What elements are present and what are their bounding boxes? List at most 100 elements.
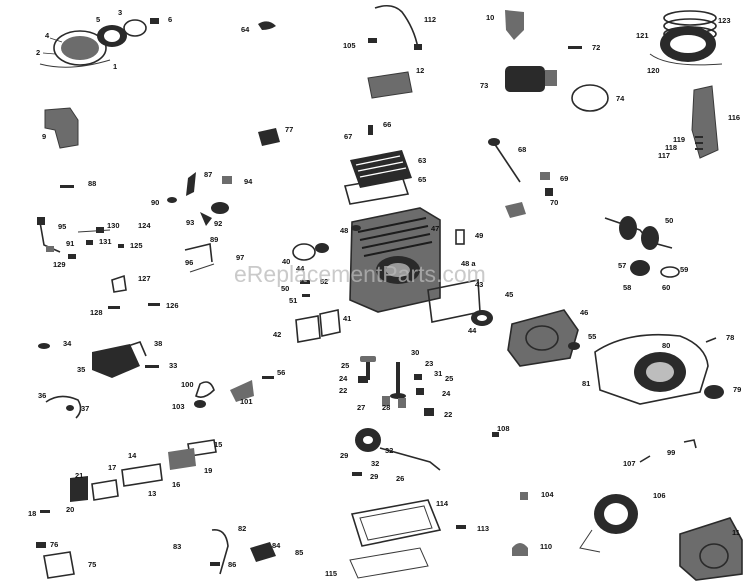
callout-2: 2: [36, 48, 40, 57]
callout-84: 84: [272, 541, 281, 550]
callout-52: 52: [320, 277, 328, 286]
callout-83: 83: [173, 542, 181, 551]
callout-15: 15: [214, 440, 222, 449]
callout-17: 17: [108, 463, 116, 472]
cap-part: [512, 543, 528, 556]
callout-32-top: 32: [385, 446, 393, 455]
oil-pan-gasket: [350, 499, 442, 547]
callout-126: 126: [166, 301, 179, 310]
callout-85: 85: [295, 548, 303, 557]
callout-74: 74: [616, 94, 625, 103]
spark-plug-wire: [368, 4, 422, 50]
callout-12: 12: [416, 66, 424, 75]
screen-part: [704, 385, 724, 399]
plate-part: [571, 84, 609, 112]
callout-130: 130: [107, 221, 120, 230]
callout-9: 9: [42, 132, 46, 141]
callout-76: 76: [50, 540, 58, 549]
callout-41: 41: [343, 314, 351, 323]
cylinder-head: [343, 150, 412, 205]
callout-115: 115: [325, 569, 337, 578]
tube-part: [505, 202, 526, 218]
callout-37: 37: [81, 404, 89, 413]
connecting-rod: [691, 85, 719, 159]
clip-part: [258, 21, 276, 30]
valve-train: [358, 356, 434, 416]
housing-shell: [679, 517, 743, 581]
callout-57: 57: [618, 261, 626, 270]
callout-5: 5: [96, 15, 100, 24]
callout-75: 75: [88, 560, 96, 569]
callout-95: 95: [58, 222, 66, 231]
callout-67: 67: [344, 132, 352, 141]
callout-20: 20: [66, 505, 74, 514]
callout-51: 51: [289, 296, 297, 305]
mount-bracket: [505, 10, 524, 40]
callout-103: 103: [172, 402, 185, 411]
callout-48a: 48 a: [461, 259, 476, 268]
governor-linkage: [37, 217, 124, 259]
callout-4: 4: [45, 31, 50, 40]
callout-34: 34: [63, 339, 72, 348]
rod-part: [184, 243, 213, 263]
callout-93: 93: [186, 218, 194, 227]
lever-part: [195, 381, 215, 398]
callout-55: 55: [588, 332, 596, 341]
screw-part: [568, 46, 582, 49]
callout-59: 59: [680, 265, 688, 274]
callout-31: 31: [434, 369, 442, 378]
callout-113: 113: [477, 524, 489, 533]
callout-118: 118: [665, 143, 677, 152]
callout-86: 86: [228, 560, 236, 569]
camshaft: [355, 428, 441, 471]
callout-99: 99: [667, 448, 675, 457]
callout-33: 33: [169, 361, 177, 370]
callout-114: 114: [436, 499, 449, 508]
control-panel: [70, 439, 217, 502]
seal-part: [292, 243, 316, 261]
callout-78: 78: [726, 333, 734, 342]
callout-69: 69: [560, 174, 568, 183]
callout-104: 104: [541, 490, 554, 499]
callout-29-lower: 29: [370, 472, 378, 481]
callout-25-right: 25: [445, 374, 453, 383]
callout-58: 58: [623, 283, 631, 292]
callout-101: 101: [240, 397, 253, 406]
callout-68: 68: [518, 145, 526, 154]
callout-24-right: 24: [442, 389, 451, 398]
callout-22-left: 22: [339, 386, 347, 395]
starter-motor: [505, 66, 557, 92]
callout-44-lower: 44: [468, 326, 477, 335]
link-part: [186, 172, 196, 196]
callout-127: 127: [138, 274, 151, 283]
callout-92: 92: [214, 219, 222, 228]
shield-part: [368, 72, 412, 98]
callout-73: 73: [480, 81, 488, 90]
callout-1: 1: [113, 62, 117, 71]
callout-60: 60: [662, 283, 670, 292]
callout-110: 110: [540, 542, 552, 551]
callout-3: 3: [118, 8, 122, 17]
air-cleaner-assembly: [39, 18, 159, 68]
callout-96: 96: [185, 258, 193, 267]
callout-50-bolt: 50: [281, 284, 289, 293]
callout-26: 26: [396, 474, 404, 483]
screw-part: [60, 185, 74, 188]
callout-117: 117: [658, 151, 670, 160]
callout-97: 97: [236, 253, 244, 262]
callout-91: 91: [66, 239, 74, 248]
callout-43: 43: [475, 280, 483, 289]
fuel-line: [45, 395, 82, 419]
breather-tube: [211, 529, 229, 575]
dipstick-part: [491, 139, 521, 183]
fitting-part: [540, 172, 550, 180]
callout-82: 82: [238, 524, 246, 533]
callout-18: 18: [28, 509, 36, 518]
engine-block: [349, 207, 441, 313]
callout-124: 124: [138, 221, 151, 230]
callout-32: 32: [371, 459, 379, 468]
callout-28: 28: [382, 403, 390, 412]
closure-plate: [507, 309, 579, 367]
block-part: [258, 128, 280, 146]
